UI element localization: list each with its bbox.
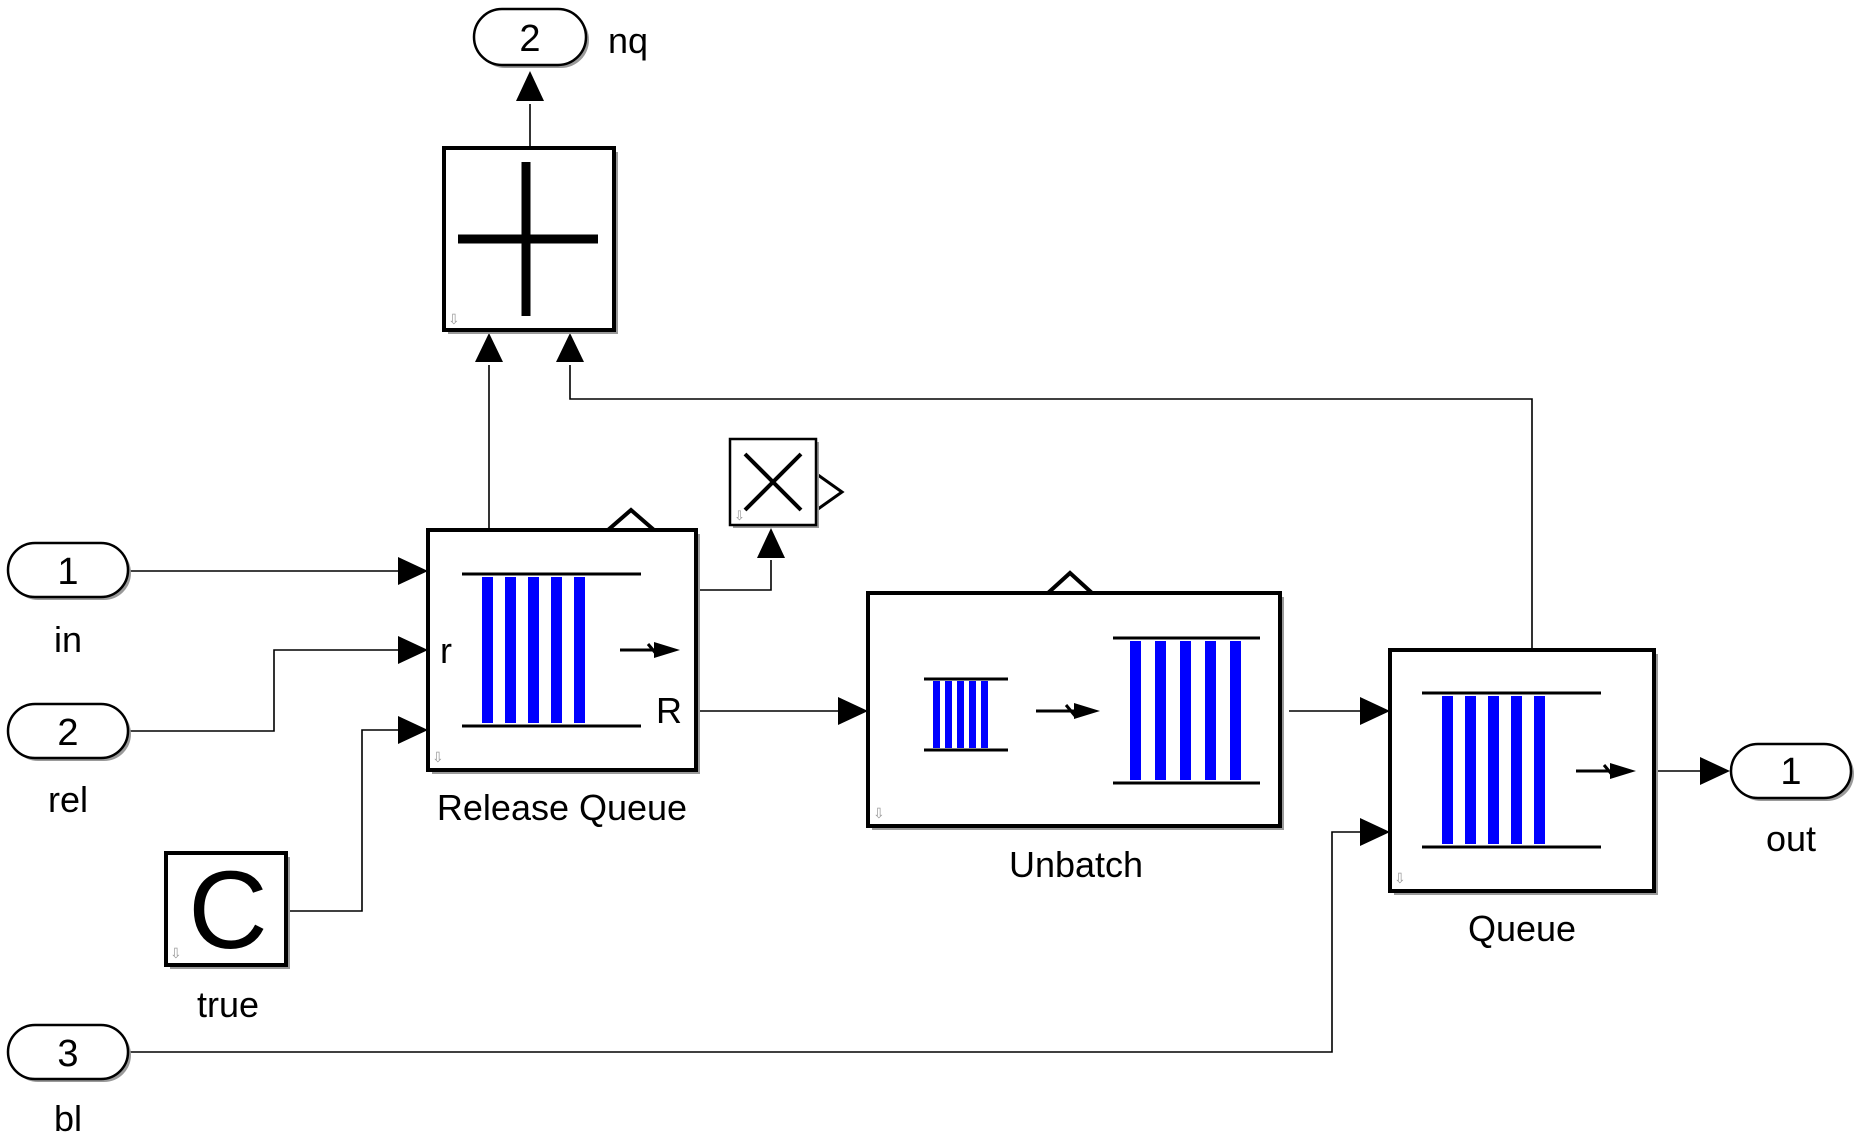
inport-number: 3 — [57, 1033, 78, 1075]
arrowhead — [516, 71, 544, 101]
constant-symbol: C — [188, 849, 267, 972]
arrowhead — [475, 333, 503, 362]
batch-icon — [924, 636, 1260, 785]
block-label: Queue — [1468, 908, 1576, 949]
signal-lines — [128, 71, 1730, 1053]
block-corner-icon: ⇩ — [873, 805, 885, 821]
wire-bl-to-queue[interactable] — [128, 831, 1362, 1053]
block-corner-icon: ⇩ — [448, 311, 460, 327]
wire-queue-to-sum[interactable] — [569, 365, 1533, 650]
block-corner-icon: ⇩ — [170, 945, 182, 961]
block-label: true — [197, 984, 259, 1025]
outport-number: 1 — [1780, 751, 1801, 793]
arrowhead — [398, 716, 428, 744]
outport-nq[interactable]: 2 nq — [472, 7, 648, 68]
block-label: Unbatch — [1009, 844, 1143, 885]
outport-label: out — [1766, 818, 1816, 859]
inport-label: in — [54, 619, 82, 660]
terminator-block[interactable]: ⇩ — [728, 437, 845, 528]
wire-true-to-release-queue[interactable] — [290, 729, 400, 912]
block-corner-icon: ⇩ — [432, 749, 444, 765]
block-label: Release Queue — [437, 787, 687, 828]
arrowhead — [1360, 697, 1390, 725]
arrowhead — [1700, 757, 1730, 785]
unbatch-block[interactable]: ⇩ Unbatch — [866, 570, 1284, 885]
port-label-R: R — [656, 690, 682, 731]
cross-icon — [743, 452, 803, 512]
constant-block-true[interactable]: C ⇩ true — [164, 849, 290, 1025]
queue-icon — [462, 572, 680, 728]
block-corner-icon: ⇩ — [1394, 870, 1406, 886]
queue-block[interactable]: ⇩ Queue — [1388, 648, 1658, 949]
arrowhead — [556, 333, 584, 362]
sum-block[interactable]: ⇩ — [442, 146, 618, 334]
plus-icon — [458, 162, 598, 316]
port-label-r: r — [440, 630, 452, 671]
wire-release-queue-to-terminator[interactable] — [700, 560, 772, 591]
outport-label: nq — [608, 20, 648, 61]
inport-rel[interactable]: 2 rel — [6, 702, 131, 820]
arrowhead — [838, 697, 868, 725]
release-queue-block[interactable]: r R ⇩ Release Queue — [426, 507, 700, 828]
arrowhead — [398, 636, 428, 664]
inport-number: 2 — [57, 712, 78, 754]
arrowhead — [398, 557, 428, 585]
arrowhead — [757, 528, 785, 558]
inport-in[interactable]: 1 in — [6, 541, 131, 660]
wire-rel-to-release-queue[interactable] — [128, 649, 400, 732]
outport-out[interactable]: 1 out — [1729, 742, 1854, 859]
outport-number: 2 — [519, 18, 540, 60]
inport-label: bl — [54, 1098, 82, 1139]
queue-icon — [1422, 691, 1636, 849]
block-corner-icon: ⇩ — [734, 508, 745, 523]
arrowhead — [1360, 818, 1390, 846]
inport-bl[interactable]: 3 bl — [6, 1023, 131, 1139]
inport-label: rel — [48, 779, 88, 820]
inport-number: 1 — [57, 551, 78, 593]
